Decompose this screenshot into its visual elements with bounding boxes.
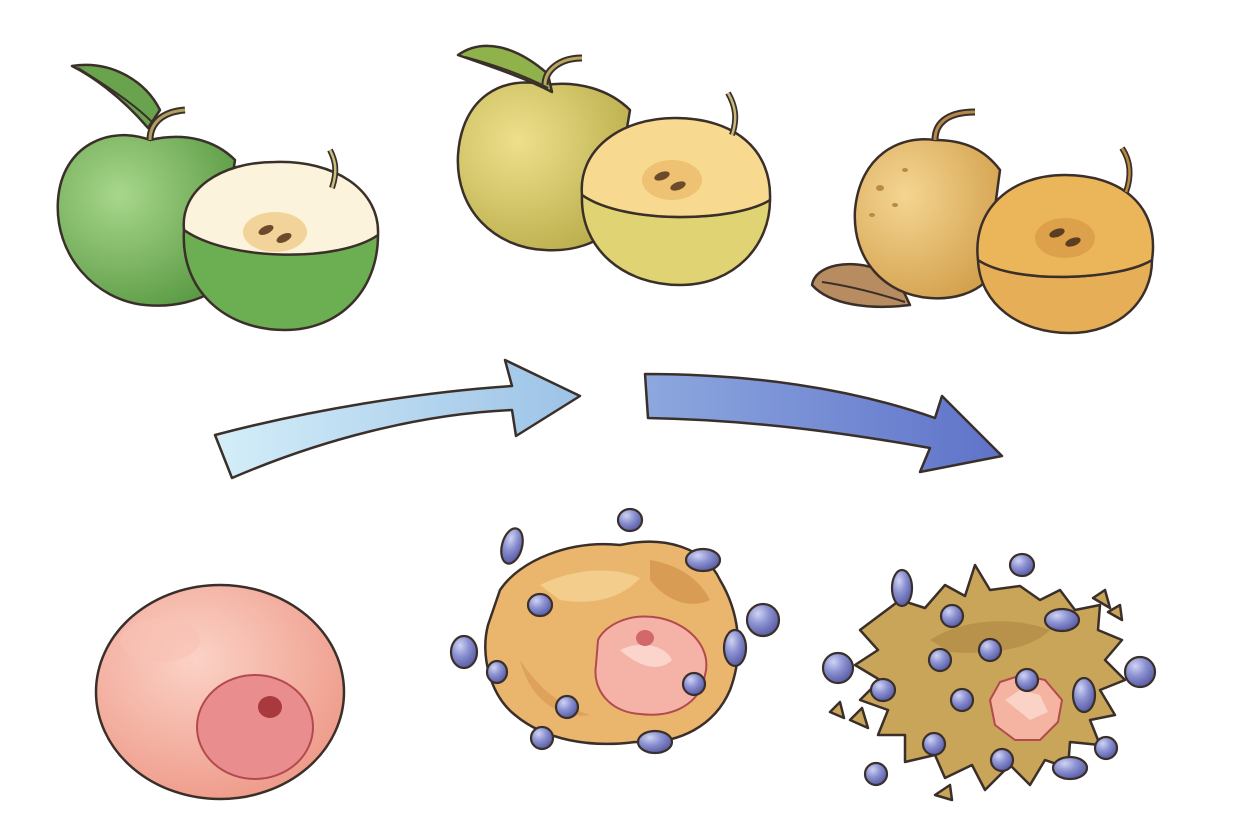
free-radical-particle [1093, 735, 1119, 761]
free-radical-particle [1051, 755, 1089, 781]
free-radical-particle [636, 729, 674, 755]
free-radical-particle [1043, 607, 1081, 633]
free-radical-particle [616, 507, 644, 533]
free-radical-particle [927, 647, 953, 673]
free-radical-particle [890, 568, 914, 608]
free-radical-particle [681, 671, 707, 697]
free-radical-particle [722, 628, 748, 668]
free-radical-particle [821, 651, 855, 685]
free-radical-particle [977, 637, 1003, 663]
cell-healthy-icon [94, 583, 346, 801]
free-radical-particle [949, 687, 975, 713]
free-radical-particle [863, 761, 889, 787]
free-radical-particle [1123, 655, 1157, 689]
apple-oxidized-icon [810, 108, 1155, 335]
free-radical-particle [684, 547, 722, 573]
free-radical-particle [869, 677, 897, 703]
free-radical-particle [500, 527, 524, 565]
apple-fresh-icon [56, 63, 380, 332]
free-radical-particle [449, 634, 479, 670]
free-radical-particle [554, 694, 580, 720]
free-radical-particle [1008, 552, 1036, 578]
free-radical-particle [1071, 676, 1097, 714]
free-radical-particle [526, 592, 554, 618]
cell-under-attack-icon [484, 540, 740, 746]
free-radical-particle [485, 659, 509, 685]
free-radical-particle [529, 725, 555, 751]
apple-aging-icon [456, 44, 772, 287]
arrow-right-2-icon [643, 372, 1004, 474]
arrow-right-1-icon [213, 358, 582, 480]
free-radical-particle [989, 747, 1015, 773]
free-radical-particle [939, 603, 965, 629]
free-radical-particle [745, 602, 781, 638]
free-radical-particle [921, 731, 947, 757]
free-radical-particles [449, 507, 1157, 787]
free-radical-particle [1014, 667, 1040, 693]
